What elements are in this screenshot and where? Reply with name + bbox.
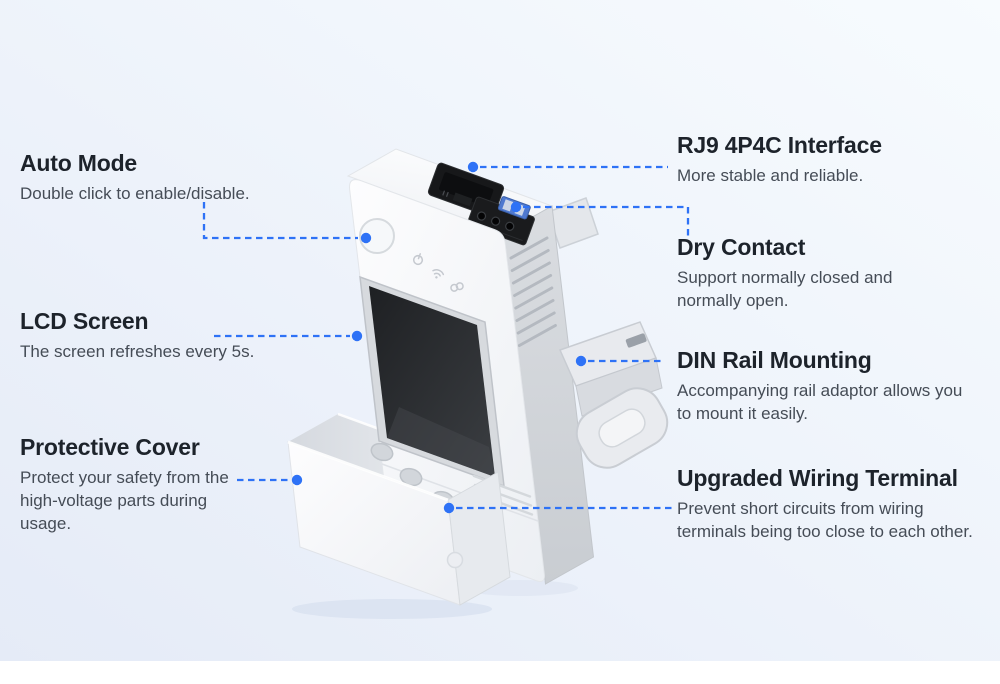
heat-vents-icon (509, 236, 557, 347)
callout-description: Double click to enable/disable. (20, 184, 250, 203)
wifi-icon (432, 269, 445, 279)
callout-dry-contact: Dry Contact Support normally closed and … (677, 234, 929, 312)
callout-title: DIN Rail Mounting (677, 347, 872, 373)
callout-description: The screen refreshes every 5s. (20, 342, 255, 361)
callout-dot-lcd (351, 330, 363, 342)
callout-dot-din (575, 355, 587, 367)
callout-description: Prevent short circuits from wiring termi… (677, 499, 973, 542)
callout-lcd-screen: LCD Screen The screen refreshes every 5s… (20, 308, 254, 363)
callout-title: LCD Screen (20, 308, 149, 334)
callout-protective-cover: Protective Cover Protect your safety fro… (20, 434, 232, 535)
callout-din-rail: DIN Rail Mounting Accompanying rail adap… (677, 347, 975, 425)
callout-title: RJ9 4P4C Interface (677, 132, 882, 158)
callout-description: Support normally closed and normally ope… (677, 268, 893, 311)
callout-dot-rj9 (467, 161, 479, 173)
protective-cover (287, 440, 511, 606)
callout-dot-cover (291, 474, 303, 486)
callout-wiring-terminal: Upgraded Wiring Terminal Prevent short c… (677, 465, 979, 543)
callout-title: Dry Contact (677, 234, 806, 260)
callout-dot-auto-mode (360, 232, 372, 244)
din-rail-adaptor (558, 321, 669, 469)
callout-description: More stable and reliable. (677, 166, 864, 185)
callout-auto-mode: Auto Mode Double click to enable/disable… (20, 150, 250, 205)
callout-description: Protect your safety from the high-voltag… (20, 468, 229, 534)
bottom-white-strip (0, 661, 1000, 684)
callout-line-dry (523, 205, 690, 237)
callout-title: Protective Cover (20, 434, 200, 460)
callout-dot-dry (510, 201, 522, 213)
lcd-display (359, 275, 505, 488)
callout-line-auto-mode (202, 202, 358, 240)
callout-lines (202, 165, 690, 510)
link-icon (450, 282, 464, 292)
callout-dots (291, 161, 587, 514)
callout-dot-wiring (443, 502, 455, 514)
power-icon (412, 253, 424, 266)
callout-title: Upgraded Wiring Terminal (677, 465, 958, 491)
callout-rj9-interface: RJ9 4P4C Interface More stable and relia… (677, 132, 882, 187)
reset-button (359, 218, 395, 254)
callout-description: Accompanying rail adaptor allows you to … (677, 381, 963, 424)
callout-title: Auto Mode (20, 150, 138, 176)
